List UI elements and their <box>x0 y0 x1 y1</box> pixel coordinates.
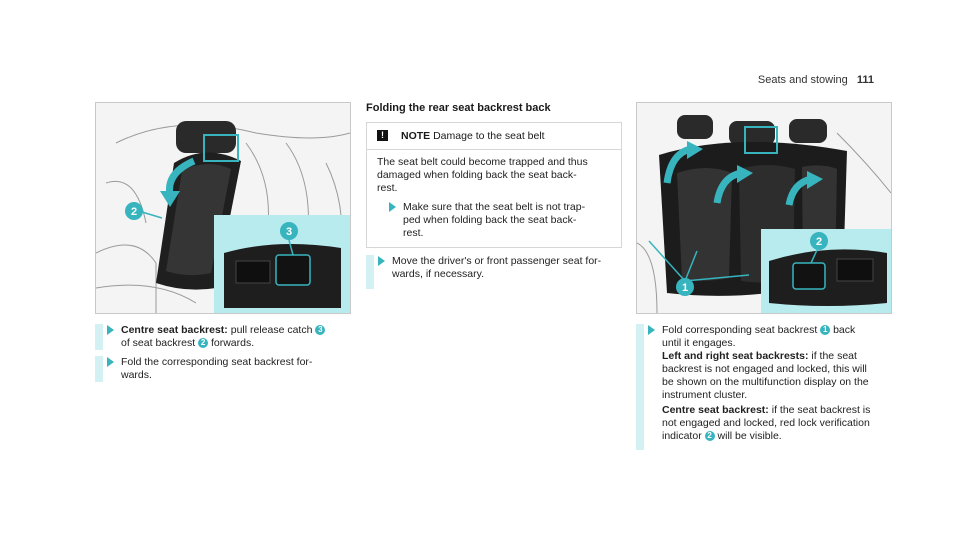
page-header: Seats and stowing 111 <box>758 74 874 86</box>
step-arrow-icon <box>107 325 114 335</box>
note-header: ! NOTE Damage to the seat belt <box>367 123 621 150</box>
step-bold-label: Centre seat backrest: <box>121 324 228 336</box>
step-text: of seat backrest <box>121 337 199 349</box>
step-bold-label: Centre seat backrest: <box>662 404 769 416</box>
section-title-header: Seats and stowing <box>757 74 848 86</box>
step-text: pull release catch <box>227 324 316 336</box>
step-text: forwards. <box>208 337 255 349</box>
step-text: Move the driver's or front passenger sea… <box>392 255 602 267</box>
callout-ref-2: 2 <box>704 431 715 441</box>
fold-back-illustration: 1 2 <box>637 103 891 313</box>
step-text: if the seat <box>808 350 857 362</box>
warning-icon: ! <box>377 130 388 141</box>
step-text: Fold the corresponding seat backrest for… <box>121 356 313 368</box>
callout-ref-3: 3 <box>315 325 326 335</box>
callout-3: 3 <box>286 226 292 238</box>
note-text: The seat belt could become trapped and t… <box>377 156 588 168</box>
figure-centre-seat-release: 2 3 <box>95 102 351 314</box>
step-bar <box>95 324 103 350</box>
note-bullet-text: Make sure that the seat belt is not trap… <box>403 201 586 213</box>
step-bar <box>366 255 374 289</box>
step-text: be shown on the multifunction display on… <box>662 376 869 388</box>
note-box: ! NOTE Damage to the seat belt The seat … <box>366 122 622 248</box>
step-text: until it engages. <box>662 337 736 349</box>
callout-ref-1: 1 <box>820 325 831 335</box>
note-instruction: Make sure that the seat belt is not trap… <box>367 201 617 241</box>
step-bold-label: Left and right seat backrests: <box>662 350 809 362</box>
callout-2: 2 <box>131 206 137 218</box>
step-move-front-seat: Move the driver's or front passenger sea… <box>366 255 628 289</box>
step-arrow-icon <box>378 256 385 266</box>
step-text: back <box>830 324 856 336</box>
step-text: not engaged and locked, red lock verific… <box>662 417 870 429</box>
figure-fold-backrest-back: 1 2 <box>636 102 892 314</box>
note-bullet-text: rest. <box>403 227 424 239</box>
step-centre-seat-backrest: Centre seat backrest: pull release catch… <box>95 324 355 350</box>
note-text: damaged when folding back the seat back- <box>377 169 577 181</box>
note-text: rest. <box>377 182 398 194</box>
step-fold-backrest-forwards: Fold the corresponding seat backrest for… <box>95 356 355 382</box>
seat-release-illustration: 2 3 <box>96 103 350 313</box>
note-body: The seat belt could become trapped and t… <box>377 156 617 195</box>
step-fold-backrest-back: Fold corresponding seat backrest 1 back … <box>636 324 900 450</box>
section-heading: Folding the rear seat backrest back <box>366 102 551 114</box>
callout-ref-2: 2 <box>198 338 209 348</box>
callout-1: 1 <box>682 282 688 294</box>
step-text: will be visible. <box>714 430 782 442</box>
callout-2: 2 <box>816 236 822 248</box>
step-bar <box>95 356 103 382</box>
note-bullet-text: ped when folding back the seat back- <box>403 214 577 226</box>
step-text: instrument cluster. <box>662 389 748 401</box>
step-text: backrest is not engaged and locked, this… <box>662 363 867 375</box>
note-label: NOTE <box>401 130 431 142</box>
note-heading: Damage to the seat belt <box>433 130 545 142</box>
step-arrow-icon <box>107 357 114 367</box>
step-arrow-icon <box>389 202 396 212</box>
step-text: if the seat backrest is <box>768 404 871 416</box>
page-number: 111 <box>856 74 874 86</box>
step-text: indicator <box>662 430 705 442</box>
step-text: wards, if necessary. <box>392 268 485 280</box>
step-text: Fold corresponding seat backrest <box>662 324 821 336</box>
step-text: wards. <box>121 369 152 381</box>
step-bar <box>636 324 644 450</box>
step-arrow-icon <box>648 325 655 335</box>
